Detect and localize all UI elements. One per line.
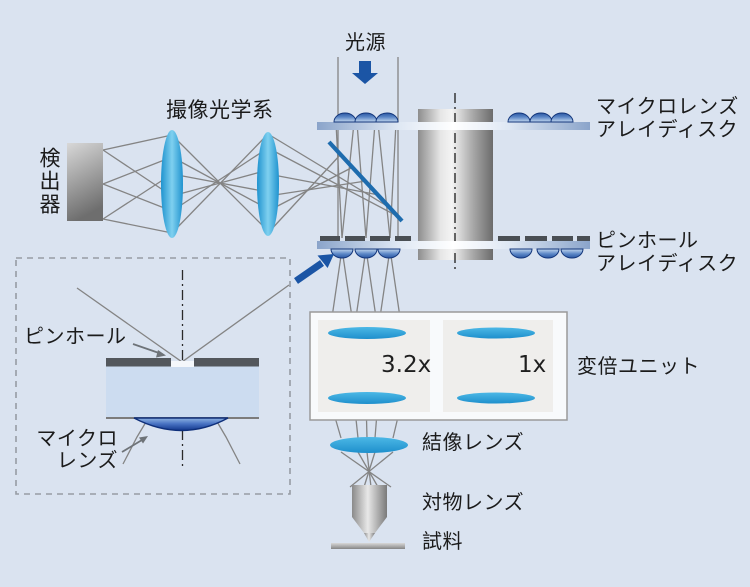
inset-border xyxy=(15,257,291,495)
tube-lens xyxy=(330,437,408,453)
label-tube-lens: 結像レンズ xyxy=(422,430,525,454)
label-inset-pinhole: ピンホール xyxy=(24,324,127,348)
label-inset-microlens-line2: レンズ xyxy=(56,448,118,472)
inset-pinhole-gap xyxy=(171,361,194,367)
pinhole-array-disk xyxy=(317,236,590,259)
label-detector: 検出器 xyxy=(37,147,61,216)
label-imaging-optics: 撮像光学系 xyxy=(166,98,274,122)
relay-lens-right xyxy=(257,132,279,236)
mag-lens-3-2x-bottom xyxy=(328,392,406,404)
objective-lens-body xyxy=(352,485,387,542)
mag-lens-3-2x-top xyxy=(328,327,406,339)
label-pinhole-array-disk: ピンホール アレイディスク xyxy=(596,229,738,275)
relay-lens-left xyxy=(161,130,183,238)
rays-tubelens-to-objective xyxy=(340,451,394,488)
mag-lens-1x-top xyxy=(457,327,535,339)
inset-mask-left xyxy=(106,358,171,367)
microlens-array-disk xyxy=(317,112,590,130)
rays-lens2-to-splitter xyxy=(267,133,400,234)
beam-splitter xyxy=(327,140,404,223)
inset-magnified-view xyxy=(15,257,291,495)
label-objective-lens: 対物レンズ xyxy=(422,490,525,514)
label-inset-microlens-line1: マイクロ xyxy=(36,426,118,450)
inset-glass-substrate xyxy=(106,364,259,418)
label-microlens-array-disk-line1: マイクロレンズ xyxy=(596,94,739,118)
rays-lens1-to-lens2 xyxy=(171,133,269,234)
label-light-source: 光源 xyxy=(345,30,386,54)
label-inset-microlens: マイクロ レンズ xyxy=(30,427,118,471)
label-microlens-array-disk-line2: アレイディスク xyxy=(596,117,739,141)
rays-source-beam xyxy=(337,57,399,237)
rays-detector-to-lens1 xyxy=(102,134,173,234)
sample-slide xyxy=(331,543,405,549)
inset-microlens-pointer-arrow xyxy=(121,436,148,453)
label-mag-3-2x: 3.2x xyxy=(381,352,432,378)
mag-lens-1x-bottom xyxy=(457,392,535,404)
label-pinhole-array-disk-line1: ピンホール xyxy=(596,228,699,252)
inset-mask-right xyxy=(194,358,259,367)
inset-callout-arrow xyxy=(294,254,334,284)
label-pinhole-array-disk-line2: アレイディスク xyxy=(596,251,739,275)
pinhole-mask-dashes xyxy=(320,236,590,241)
light-source-arrow-icon xyxy=(352,61,378,84)
label-microlens-array-disk: マイクロレンズ アレイディスク xyxy=(596,95,739,141)
inset-pinhole-pointer-arrow xyxy=(132,343,166,358)
label-sample: 試料 xyxy=(422,529,463,553)
label-mag-1x: 1x xyxy=(518,352,547,378)
label-mag-unit: 変倍ユニット xyxy=(577,354,700,378)
rays-microlens-to-pinhole xyxy=(335,122,397,239)
inset-microlens-shape xyxy=(133,417,229,432)
detector-box xyxy=(67,143,103,221)
